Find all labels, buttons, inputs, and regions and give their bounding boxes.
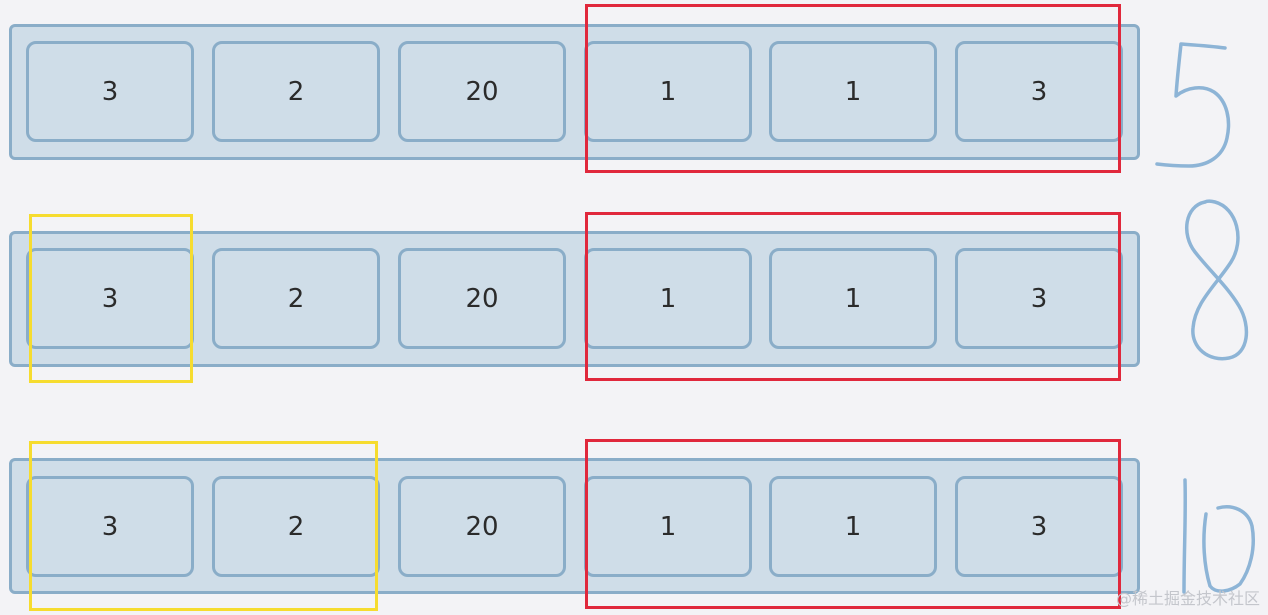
- array-cell: 20: [398, 476, 566, 577]
- array-cell: 2: [212, 41, 380, 142]
- array-cell: 1: [584, 248, 752, 349]
- array-cell: 1: [769, 248, 937, 349]
- array-cell: 3: [26, 248, 194, 349]
- handwritten-total-row-1: [1155, 42, 1231, 168]
- watermark: @稀土掘金技术社区: [1115, 589, 1260, 608]
- handwritten-total-row-3: [1182, 478, 1255, 594]
- handwritten-total-row-2: [1185, 199, 1249, 361]
- array-cell: 20: [398, 248, 566, 349]
- array-cell: 1: [584, 41, 752, 142]
- array-cell: 1: [769, 476, 937, 577]
- array-cell: 3: [955, 476, 1123, 577]
- array-cell: 1: [584, 476, 752, 577]
- array-row-1: [9, 24, 1140, 160]
- array-cell: 1: [769, 41, 937, 142]
- array-row-2: [9, 231, 1140, 367]
- array-cell: 3: [26, 476, 194, 577]
- array-cell: 20: [398, 41, 566, 142]
- array-cell: 2: [212, 476, 380, 577]
- array-row-3: [9, 458, 1140, 594]
- array-cell: 3: [955, 41, 1123, 142]
- array-cell: 3: [955, 248, 1123, 349]
- array-cell: 3: [26, 41, 194, 142]
- array-cell: 2: [212, 248, 380, 349]
